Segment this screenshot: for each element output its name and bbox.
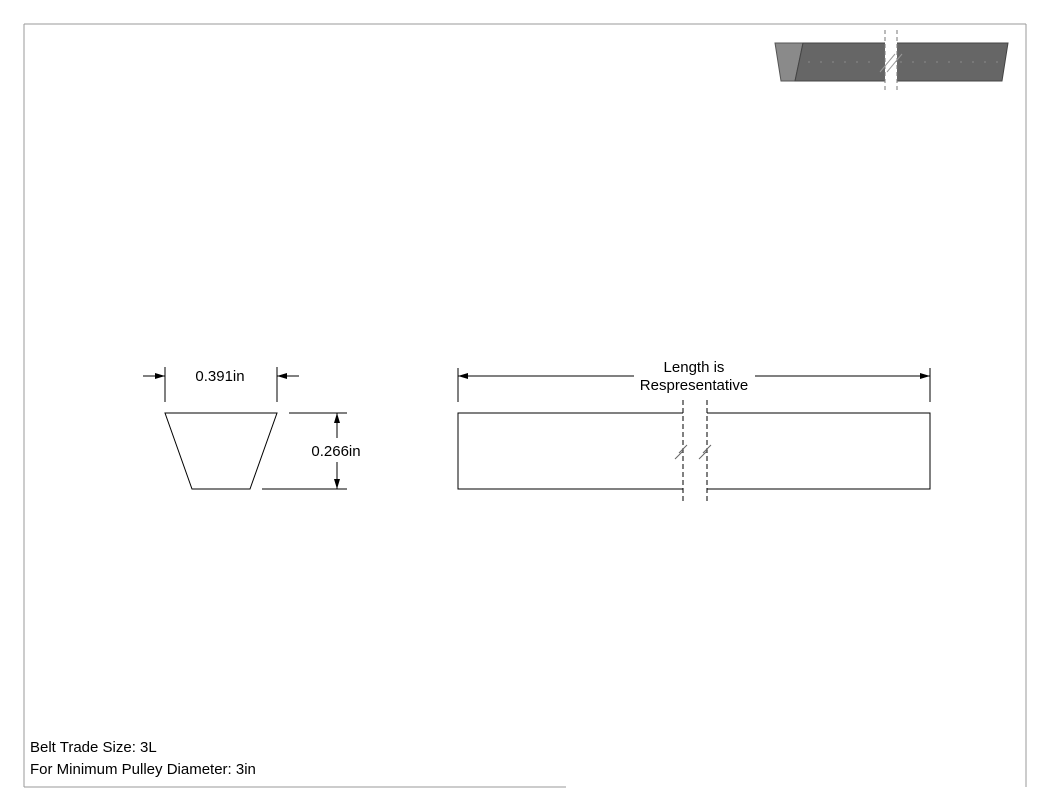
- width-dimension-label: 0.391in: [195, 368, 244, 385]
- sheet-frame: [23, 23, 1027, 788]
- height-dimension-label: 0.266in: [311, 443, 360, 460]
- belt-3d-thumbnail: [774, 30, 1009, 93]
- break-symbol-right: [698, 444, 712, 460]
- belt-trade-size-note: Belt Trade Size: 3L: [30, 739, 157, 756]
- height-label-background: [311, 441, 363, 461]
- thumbnail-break-symbol: [879, 53, 896, 73]
- belt-cross-section: [164, 412, 278, 490]
- cross-section-view: [143, 367, 347, 490]
- length-label-line1: Length is: [664, 359, 725, 376]
- break-symbol-left: [674, 444, 688, 460]
- thumbnail-break-gap: [885, 30, 897, 93]
- belt-side-right-segment: [707, 412, 931, 490]
- min-pulley-diameter-note: For Minimum Pulley Diameter: 3in: [30, 761, 256, 778]
- length-label-line2: Respresentative: [640, 377, 748, 394]
- belt-side-left-segment: [457, 412, 683, 490]
- length-view: [457, 368, 931, 502]
